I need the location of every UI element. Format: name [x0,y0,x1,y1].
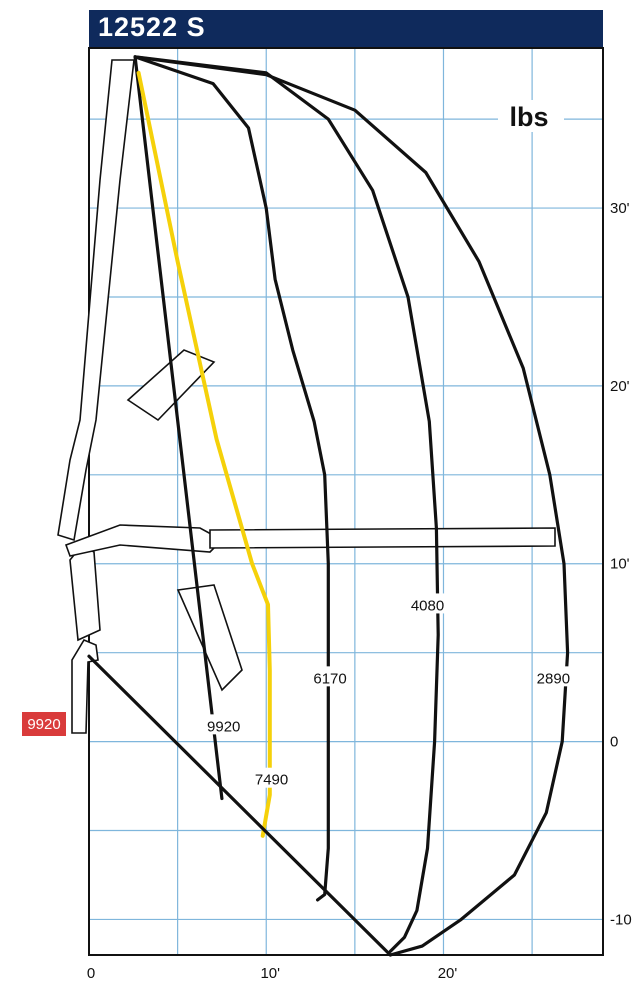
curve-label-background [203,714,244,735]
unit-label: lbs [509,102,548,132]
y-tick-label: 0 [610,734,618,751]
callout-label: 9920 [27,716,60,733]
x-tick-label: 10' [260,965,280,982]
curve-2890 [133,55,570,957]
plot-frame [88,47,604,956]
curve-label-4080: 4080 [411,597,444,614]
curve-9920 [133,55,224,801]
crane-illustration [57,59,556,734]
curve-label-background [310,666,351,687]
curve-label-background [251,767,292,788]
curve-label-2890: 2890 [537,670,570,687]
curve-label-6170: 6170 [313,670,346,687]
unit-label-background [498,100,564,132]
chart-title: 12522 S [98,12,206,42]
y-tick-label: 10' [610,556,630,573]
y-tick-label: 20' [610,378,630,395]
curve-label-9920: 9920 [207,718,240,735]
curve-base-line [87,654,392,957]
crane-extension-diagonal-lower [176,584,243,692]
curve-label-background [533,666,574,687]
curve-label-background [407,593,448,614]
crane-extension-vertical [57,59,135,542]
x-tick-label: 20' [438,965,458,982]
crane-extension-diagonal-upper [126,349,216,422]
callout-box [22,712,66,736]
curve-4080 [133,55,440,953]
crane-base [71,638,99,734]
curve-6170 [133,55,330,902]
crane-extension-horizontal [209,527,556,549]
crane-column [69,543,101,642]
x-tick-label: 0 [87,965,95,982]
title-bar [89,10,603,48]
y-tick-label: 30' [610,200,630,217]
curve-label-7490: 7490 [255,772,288,789]
y-tick-label: -10 [610,911,632,928]
